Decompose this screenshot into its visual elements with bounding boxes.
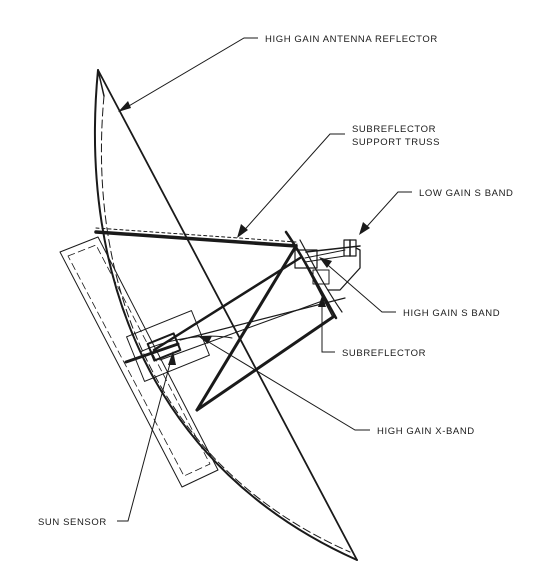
label-subreflector-support-truss-line2: SUPPORT TRUSS — [352, 137, 440, 148]
back-panel — [59, 236, 219, 488]
leader-lines — [117, 37, 412, 522]
label-subreflector-support-truss-line1: SUBREFLECTOR — [352, 124, 436, 135]
label-sun-sensor: SUN SENSOR — [38, 517, 107, 528]
label-high-gain-x-band: HIGH GAIN X-BAND — [377, 426, 475, 437]
subreflector-assembly — [284, 230, 346, 320]
low-gain-antenna — [305, 239, 361, 291]
label-subreflector: SUBREFLECTOR — [342, 348, 426, 359]
reflector-dish — [93, 69, 358, 561]
feed-hardware — [124, 310, 233, 382]
support-truss — [94, 227, 346, 412]
label-high-gain-antenna-reflector: HIGH GAIN ANTENNA REFLECTOR — [265, 34, 438, 45]
label-high-gain-s-band: HIGH GAIN S BAND — [403, 308, 500, 319]
label-low-gain-s-band: LOW GAIN S BAND — [419, 188, 514, 199]
